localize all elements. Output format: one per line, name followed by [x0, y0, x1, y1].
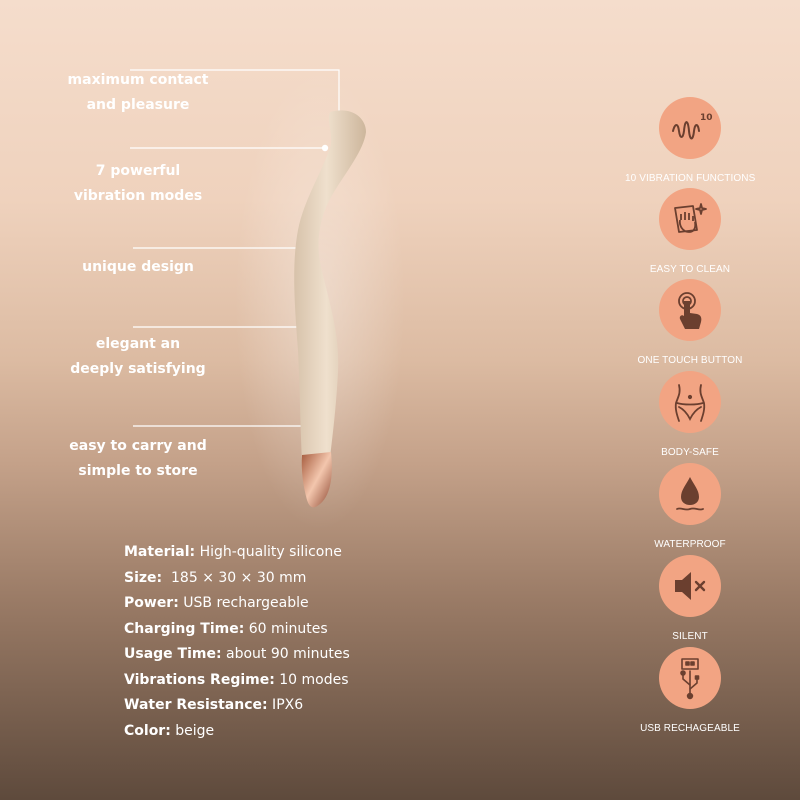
specifications-list: Material: High-quality silicone Size: 18…: [124, 540, 350, 744]
usb-icon: [680, 658, 700, 700]
spec-size: Size: 185 × 30 × 30 mm: [124, 569, 307, 586]
body-silhouette-icon: [674, 384, 706, 422]
muted-speaker-icon: [675, 572, 706, 600]
badge-one-touch-button: ONE TOUCH BUTTON: [625, 279, 755, 366]
water-drop-icon: [676, 477, 704, 511]
product-tip: [301, 452, 332, 508]
badge-waterproof: WATERPROOF: [625, 463, 755, 550]
hand-wipe-icon: [674, 203, 707, 233]
spec-color: Color: beige: [124, 722, 215, 739]
badge-vibration-functions: 10 10 VIBRATION FUNCTIONS: [625, 97, 755, 184]
touch-finger-icon: [678, 292, 702, 329]
spec-usage-time: Usage Time: about 90 minutes: [124, 646, 350, 662]
product-image: [235, 70, 405, 530]
feature-label-design: unique design: [82, 259, 194, 275]
badge-usb-rechargeable: USB RECHAGEABLE: [625, 647, 755, 734]
spec-material: Material: High-quality silicone: [124, 544, 342, 560]
spec-charging-time: Charging Time: 60 minutes: [124, 620, 328, 637]
badge-easy-to-clean: EASY TO CLEAN: [625, 188, 755, 275]
product-body: [294, 110, 366, 463]
svg-text:10: 10: [700, 113, 713, 123]
spec-vibrations-regime: Vibrations Regime: 10 modes: [124, 671, 349, 688]
spec-power: Power: USB rechargeable: [124, 595, 309, 611]
badge-body-safe: BODY-SAFE: [625, 371, 755, 458]
badge-silent: SILENT: [625, 555, 755, 642]
spec-water-resistance: Water Resistance: IPX6: [124, 697, 304, 713]
vibration-waves-icon: 10: [672, 113, 713, 140]
